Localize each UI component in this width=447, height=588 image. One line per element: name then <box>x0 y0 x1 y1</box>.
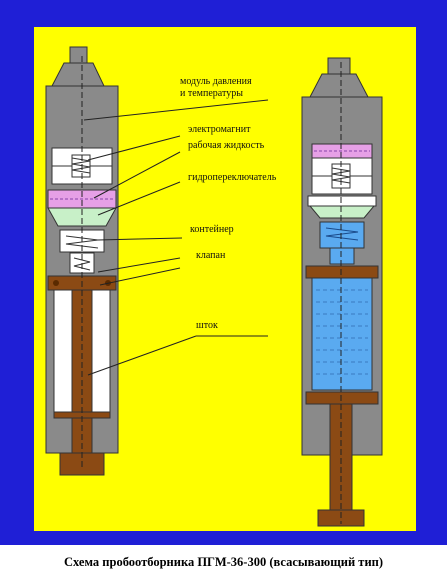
left-sampler <box>45 46 119 476</box>
left-hydroswitch <box>47 207 117 227</box>
label-valve: клапан <box>196 250 226 261</box>
caption: Схема пробоотборника ПГМ-36-300 (всасыва… <box>63 555 384 569</box>
label-container: контейнер <box>190 224 234 235</box>
label-rod: шток <box>196 320 218 331</box>
left-top-cap <box>69 46 88 64</box>
sampler-diagram: модуль давления и температуры электромаг… <box>0 0 447 545</box>
right-container <box>319 221 365 249</box>
right-piston <box>305 391 379 405</box>
diagram-frame: модуль давления и температуры электромаг… <box>0 0 447 545</box>
right-valve <box>329 247 355 265</box>
right-sample-chamber <box>311 277 373 391</box>
leader-lines <box>83 99 269 376</box>
right-sampler <box>301 57 383 527</box>
label-module-2: и температуры <box>180 88 243 99</box>
right-hydroswitch <box>308 205 376 219</box>
label-working-fluid: рабочая жидкость <box>188 140 265 151</box>
label-hydroswitch: гидропереключатель <box>188 172 277 183</box>
label-electromagnet: электромагнит <box>188 124 251 135</box>
label-module: модуль давления <box>180 76 252 87</box>
right-top-cap <box>327 57 351 75</box>
right-rod-head <box>305 265 379 279</box>
